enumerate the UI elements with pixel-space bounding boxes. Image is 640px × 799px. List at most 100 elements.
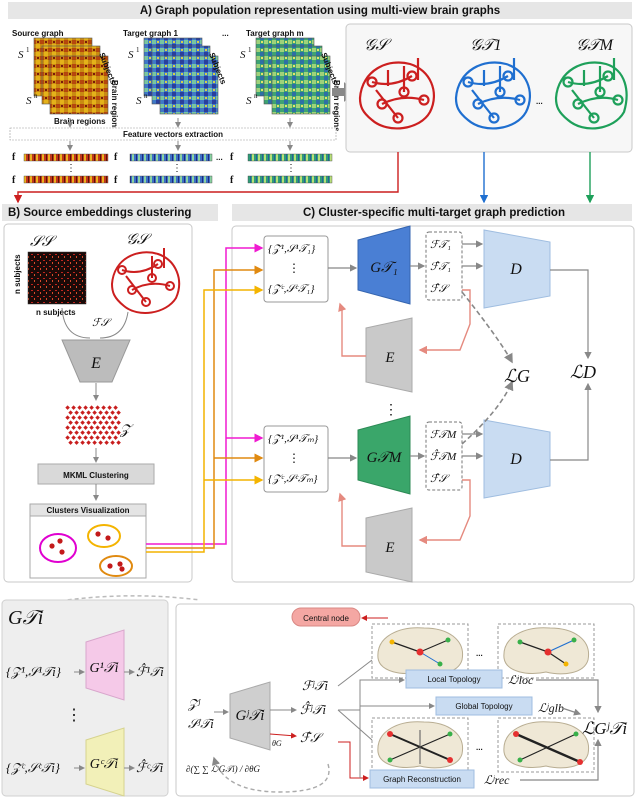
brain-regions-label-1: Brain regions	[54, 117, 106, 126]
generator-t1-block	[357, 225, 411, 305]
graph-reconstruction-label: Graph Reconstruction	[383, 775, 461, 784]
similarity-matrix	[27, 251, 87, 305]
s-j-label: 𝒮ʲ𝒯i	[188, 716, 214, 731]
detail-input-top: {𝒵¹,𝒮¹𝒯i}	[6, 664, 62, 679]
feature-hat-tm: ℱ̂𝒯M	[430, 449, 457, 463]
svg-text:S: S	[136, 95, 142, 107]
panel-a-title-bar	[8, 2, 632, 19]
n-subjects-vertical: n subjects	[13, 254, 22, 294]
generator-top-block	[85, 629, 125, 701]
generator-detail-title: G𝒯i	[8, 607, 44, 629]
target-graph-1-label: Target graph 1	[123, 29, 179, 38]
svg-text:...: ...	[476, 743, 483, 752]
detail-output-bottom: ℱ̂ᶜ𝒯i	[136, 759, 164, 775]
discriminator-t1-block	[483, 229, 551, 309]
detail-input-bottom: {𝒵ᶜ,𝒮ᶜ𝒯i}	[6, 760, 61, 775]
svg-text:⋮: ⋮	[172, 163, 182, 174]
z-j-label: 𝒵ʲ	[187, 696, 201, 711]
encoder-t1-block	[365, 317, 413, 393]
input-vdots-t1: ⋮	[288, 261, 300, 275]
encoder-tm-label: E	[384, 540, 394, 556]
svg-text:n: n	[34, 92, 38, 100]
feature-s-label: ℱ𝒮	[92, 317, 113, 329]
detail-output-top: ℱ̂¹𝒯i	[136, 663, 164, 679]
generator-t1-label: G𝒯₁	[370, 260, 398, 276]
loss-rec: ℒʲrec	[484, 773, 510, 787]
svg-text:S: S	[240, 49, 246, 61]
encoder-t1-label: E	[384, 350, 394, 366]
feature-hat-s-top: ℱ̂𝒮	[430, 283, 451, 295]
generator-tm-block	[357, 415, 411, 495]
graph-t1-label: 𝒢𝒯1	[470, 37, 502, 54]
feature-extraction-label: Feature vectors extraction	[123, 130, 223, 139]
brain-regions-side-1: Brain regions	[110, 80, 119, 132]
svg-text:...: ...	[216, 153, 223, 162]
feature-j-label: ℱʲ𝒯i	[302, 678, 328, 693]
generator-j-label: Gʲ𝒯i	[236, 708, 265, 724]
encoder-block-b	[61, 339, 131, 383]
discriminator-tm-label: D	[509, 451, 522, 468]
central-node-badge	[291, 607, 361, 627]
generator-bottom-label: Gᶜ𝒯i	[90, 757, 119, 772]
svg-text:S: S	[18, 49, 24, 61]
loss-glb: ℒʲglb	[538, 701, 564, 715]
svg-text:f: f	[230, 152, 234, 163]
graph-s-label: 𝒢𝒮	[364, 37, 392, 54]
generator-top-label: G¹𝒯i	[90, 661, 119, 676]
panel-e: Central node ... ... 𝒵ʲ 𝒮ʲ𝒯i	[175, 603, 635, 797]
feature-hat-j-label: ℱ̂ʲ𝒯i	[300, 701, 326, 717]
source-brain-graph-icon: 𝒢𝒮	[358, 37, 435, 130]
input-set-tm-bot: {𝒵ᶜ,𝒮ᶜ𝒯ₘ}	[268, 473, 318, 485]
loss-g: ℒG	[504, 366, 530, 386]
input-set-tm-top: {𝒵¹,𝒮¹𝒯ₘ}	[268, 433, 319, 445]
embedding-z-grid	[65, 405, 121, 445]
graph-population-box	[345, 23, 633, 153]
svg-text:n: n	[254, 92, 258, 100]
feature-hat-s-bottom: ℱ̂𝒮	[430, 473, 451, 485]
svg-text:f: f	[230, 175, 234, 186]
svg-text:f: f	[114, 152, 118, 163]
input-set-t1-top: {𝒵¹,𝒮¹𝒯₁}	[268, 243, 316, 255]
svg-text:S: S	[26, 95, 32, 107]
svg-text:S: S	[128, 49, 134, 61]
loss-d: ℒD	[570, 362, 596, 382]
svg-text:S: S	[246, 95, 252, 107]
source-similarity-label: 𝒮𝒮	[30, 234, 58, 250]
generator-vdots: ⋮	[384, 403, 398, 418]
svg-text:⋮: ⋮	[286, 163, 296, 174]
panel-c-title: C) Cluster-specific multi-target graph p…	[303, 207, 565, 219]
panel-a-title: A) Graph population representation using…	[140, 5, 500, 17]
panel-a: A) Graph population representation using…	[8, 2, 633, 204]
svg-text:⋮: ⋮	[66, 163, 76, 174]
clusters-visualization-label: Clusters Visualization	[47, 506, 130, 515]
generator-bottom-block	[85, 727, 125, 797]
generator-detail-box	[1, 599, 169, 797]
local-topology-box	[405, 669, 503, 689]
target-dots: ...	[222, 29, 229, 38]
brain-thumbnails-top: ...	[371, 623, 595, 679]
encoder-b-label: E	[90, 355, 101, 372]
panel-c: C) Cluster-specific multi-target graph p…	[146, 204, 635, 583]
generator-j-block	[229, 681, 271, 751]
graph-tm-label: 𝒢𝒯M	[576, 37, 615, 54]
detail-vdots: ⋮	[66, 707, 82, 724]
panel-c-title-bar	[232, 204, 632, 221]
panel-c-box	[231, 225, 635, 583]
local-topology-label: Local Topology	[427, 675, 480, 684]
panel-b-title-bar	[2, 204, 218, 221]
target-1-brain-graph-icon: 𝒢𝒯1	[454, 37, 531, 130]
svg-text:n: n	[144, 92, 148, 100]
panel-b: B) Source embeddings clustering 𝒮𝒮 n sub…	[2, 204, 218, 583]
svg-text:1: 1	[26, 46, 30, 54]
panel-d: G𝒯i {𝒵¹,𝒮¹𝒯i} G¹𝒯i ℱ̂¹𝒯i ⋮ {𝒵ᶜ,𝒮ᶜ𝒯i} Gᶜ𝒯…	[1, 595, 201, 797]
discriminator-tm-block	[483, 419, 551, 499]
source-graph-b-icon	[110, 248, 181, 314]
theta-g-label: θG	[272, 739, 282, 748]
feature-vectors: f ⋮ f f ⋮ f ... f ⋮ f	[12, 152, 333, 186]
input-set-t1-bot: {𝒵ᶜ,𝒮ᶜ𝒯₁}	[268, 283, 315, 295]
feature-t1: ℱ𝒯₁	[430, 239, 451, 251]
feature-hat-t1: ℱ̂𝒯₁	[430, 261, 451, 273]
discriminator-t1-label: D	[509, 261, 522, 278]
